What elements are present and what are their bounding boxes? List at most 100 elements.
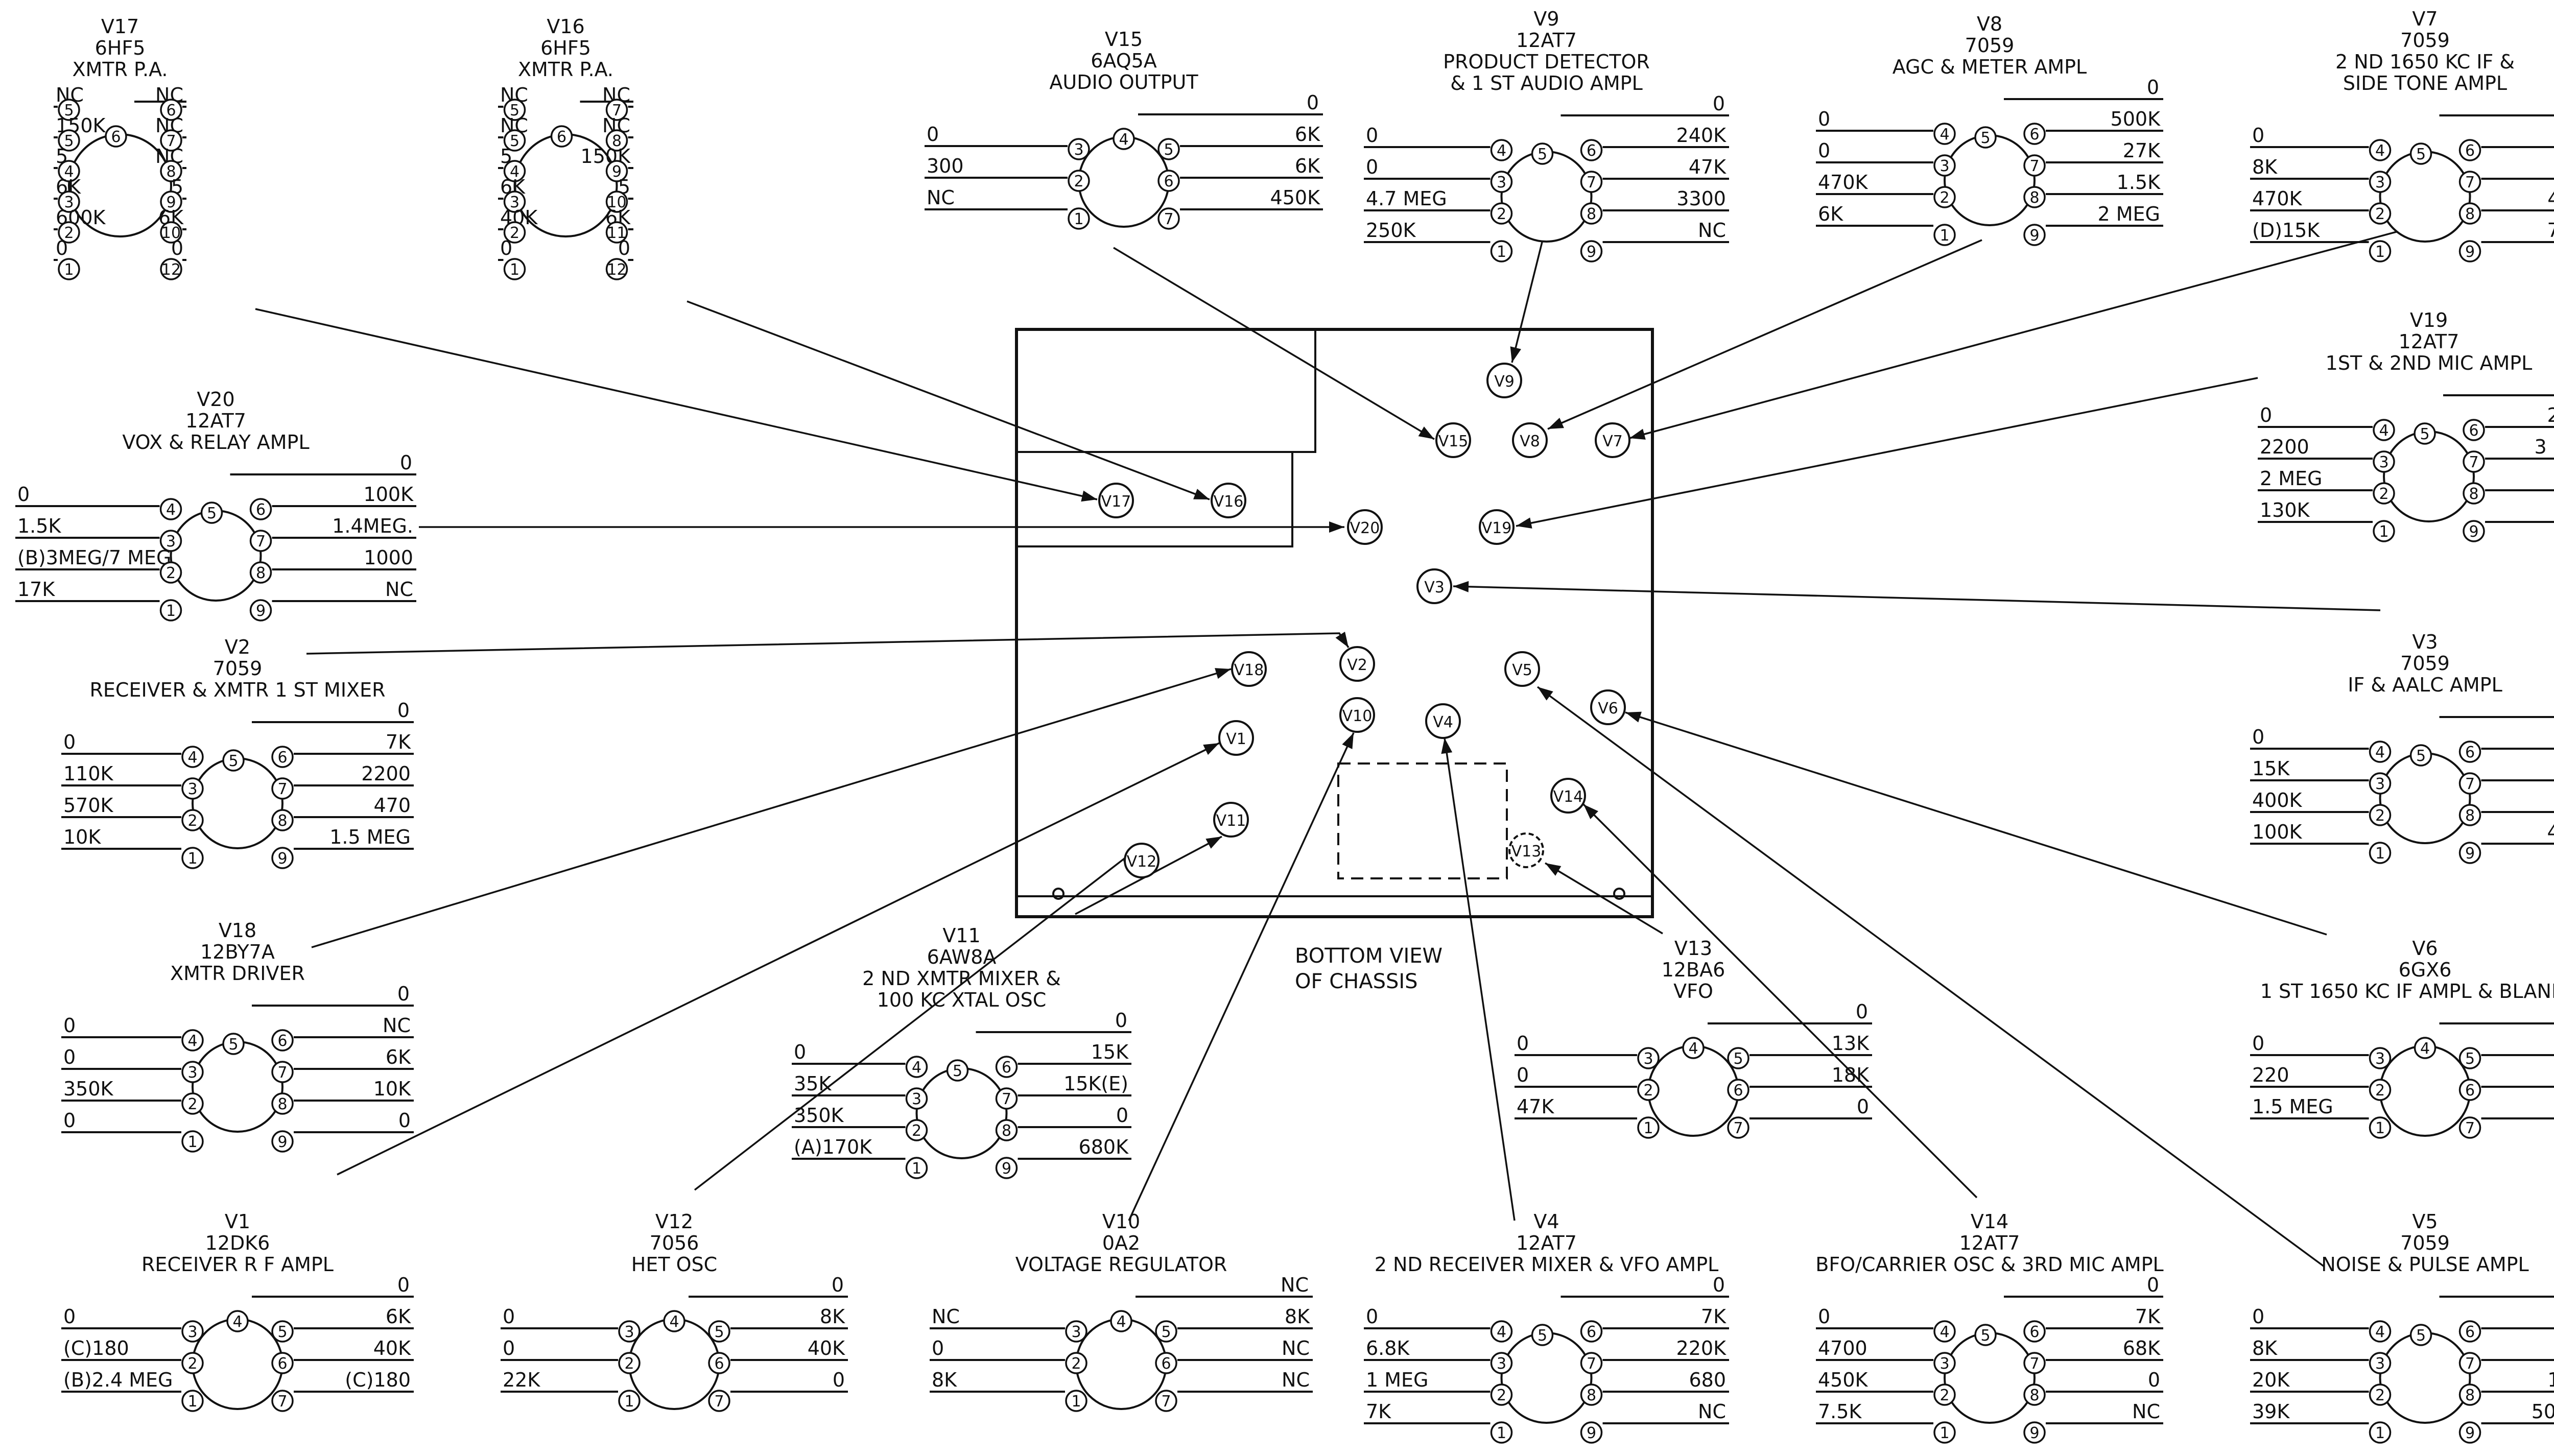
pin-number: 6 — [1164, 173, 1173, 190]
pin-number: 5 — [64, 132, 74, 150]
tube-header-line: V2 — [225, 636, 250, 658]
pin-number: 6 — [166, 102, 176, 120]
pin-number: 9 — [2469, 523, 2478, 541]
right-pin-value: 1000 — [2547, 1369, 2554, 1391]
left-pin-value: 0 — [794, 1041, 806, 1063]
left-pin-value: 0 — [927, 123, 939, 146]
pin-number: 1 — [2375, 1119, 2385, 1137]
chassis-socket-v9: V9 — [1486, 363, 1522, 398]
tube-header-line: V18 — [219, 919, 256, 942]
pin-number: 8 — [277, 812, 287, 830]
pin-number: 1 — [187, 1133, 197, 1151]
right-pin-value: 500K — [2111, 108, 2161, 130]
left-pin-value: 110K — [63, 762, 114, 785]
right-pin-value: NC — [1698, 219, 1726, 242]
pin-number: 7 — [612, 102, 622, 120]
pin-number: 1 — [2379, 523, 2389, 541]
chassis-socket-label: V8 — [1520, 433, 1540, 450]
pin-number: 1 — [1074, 210, 1083, 228]
chassis-socket-v11: V11 — [1213, 802, 1249, 838]
pin-number: 4 — [2375, 1323, 2385, 1341]
right-pin-value: (C)180 — [345, 1369, 411, 1391]
left-pin-value: 6.8K — [1366, 1337, 1410, 1359]
pin-number: 7 — [2465, 1355, 2475, 1373]
pin-number: 4 — [187, 1032, 197, 1050]
tube-header-line: V9 — [1533, 8, 1559, 30]
left-pin-value: 0 — [1366, 156, 1378, 178]
pin-number: 5 — [510, 132, 519, 150]
chassis-socket-v12: V12 — [1124, 843, 1160, 878]
right-pin-value: 7K — [1701, 1305, 1727, 1328]
pin-number: 2 — [912, 1122, 921, 1140]
tube-header-line: 0A2 — [1102, 1232, 1140, 1254]
pin-number: 4 — [1116, 1313, 1126, 1331]
pin-number: 6 — [256, 501, 266, 519]
leader-v13 — [1545, 862, 1663, 935]
pin-number: 4 — [669, 1313, 679, 1331]
pin-number: 4 — [510, 163, 519, 181]
pin-number: 1 — [187, 850, 197, 868]
chassis-socket-label: V9 — [1494, 373, 1515, 391]
pin-number: 1 — [2375, 845, 2385, 863]
pin-number: 1 — [510, 261, 519, 279]
pin-number: 7 — [277, 1393, 287, 1411]
chassis-socket-label: V2 — [1347, 656, 1367, 674]
pin-number: 5 — [64, 102, 74, 120]
pin-number: 6 — [1161, 1355, 1171, 1373]
right-pin-value: 0 — [398, 1109, 411, 1132]
chassis-socket-v18: V18 — [1231, 651, 1267, 687]
left-pin-value: 0 — [503, 1337, 515, 1359]
left-pin-value: 1.5K — [17, 515, 61, 537]
pin-number: 3 — [2375, 1050, 2385, 1068]
top-pin-value: 0 — [832, 1274, 844, 1296]
pin-number: 3 — [1643, 1050, 1653, 1068]
pin-number: 4 — [1497, 1323, 1506, 1341]
pin-number: 7 — [1002, 1090, 1011, 1108]
left-pin-value: 400K — [2252, 789, 2303, 811]
pin-number: 1 — [1940, 1424, 1949, 1442]
tube-header-line: XMTR DRIVER — [170, 962, 305, 985]
tube-header-line: 12DK6 — [205, 1232, 270, 1254]
right-pin-value: 7K — [386, 731, 411, 753]
pin-number: 2 — [2375, 807, 2385, 825]
pin-number: 8 — [2469, 485, 2478, 503]
pin-number: 6 — [2469, 422, 2478, 440]
pin-number: 6 — [2465, 142, 2475, 160]
right-pin-value: 1.5K — [2117, 171, 2161, 194]
left-pin-value: 350K — [794, 1104, 844, 1127]
pin-number: 4 — [1940, 126, 1949, 144]
tube-header-line: 6AW8A — [927, 946, 997, 968]
pin-number: 2 — [2379, 485, 2389, 503]
tube-header-line: 12AT7 — [185, 410, 246, 432]
pin-number: 7 — [256, 533, 266, 551]
chassis-socket-v19: V19 — [1479, 509, 1515, 545]
pin-number: 5 — [1980, 129, 1990, 147]
left-pin-value: (D)15K — [2252, 219, 2320, 242]
right-pin-value: 1.5 MEG — [329, 826, 411, 848]
pin-number: 1 — [912, 1160, 921, 1178]
left-pin-value: 22K — [503, 1369, 540, 1391]
pin-number: 5 — [2416, 146, 2426, 163]
pin-number: 4 — [2375, 744, 2385, 761]
right-pin-value: 0 — [171, 237, 183, 259]
pin-number: 3 — [1074, 141, 1083, 159]
left-pin-value: 0 — [2252, 726, 2264, 748]
leader-v19 — [1516, 377, 2258, 529]
left-pin-value: 0 — [63, 1305, 76, 1328]
right-pin-value: 8K — [820, 1305, 845, 1328]
pin-number: 8 — [256, 564, 266, 582]
left-pin-value: NC — [932, 1305, 960, 1328]
leader-v18 — [311, 668, 1232, 948]
right-pin-value: 4700 — [2547, 187, 2554, 210]
left-pin-value: 0 — [503, 1305, 515, 1328]
left-pin-value: 0 — [56, 237, 68, 259]
top-pin-value: 0 — [1713, 1274, 1725, 1296]
left-pin-value: (C)180 — [63, 1337, 129, 1359]
pin-number: 1 — [2375, 1424, 2385, 1442]
pin-number: 6 — [2029, 126, 2039, 144]
pin-number: 5 — [1538, 1327, 1547, 1345]
